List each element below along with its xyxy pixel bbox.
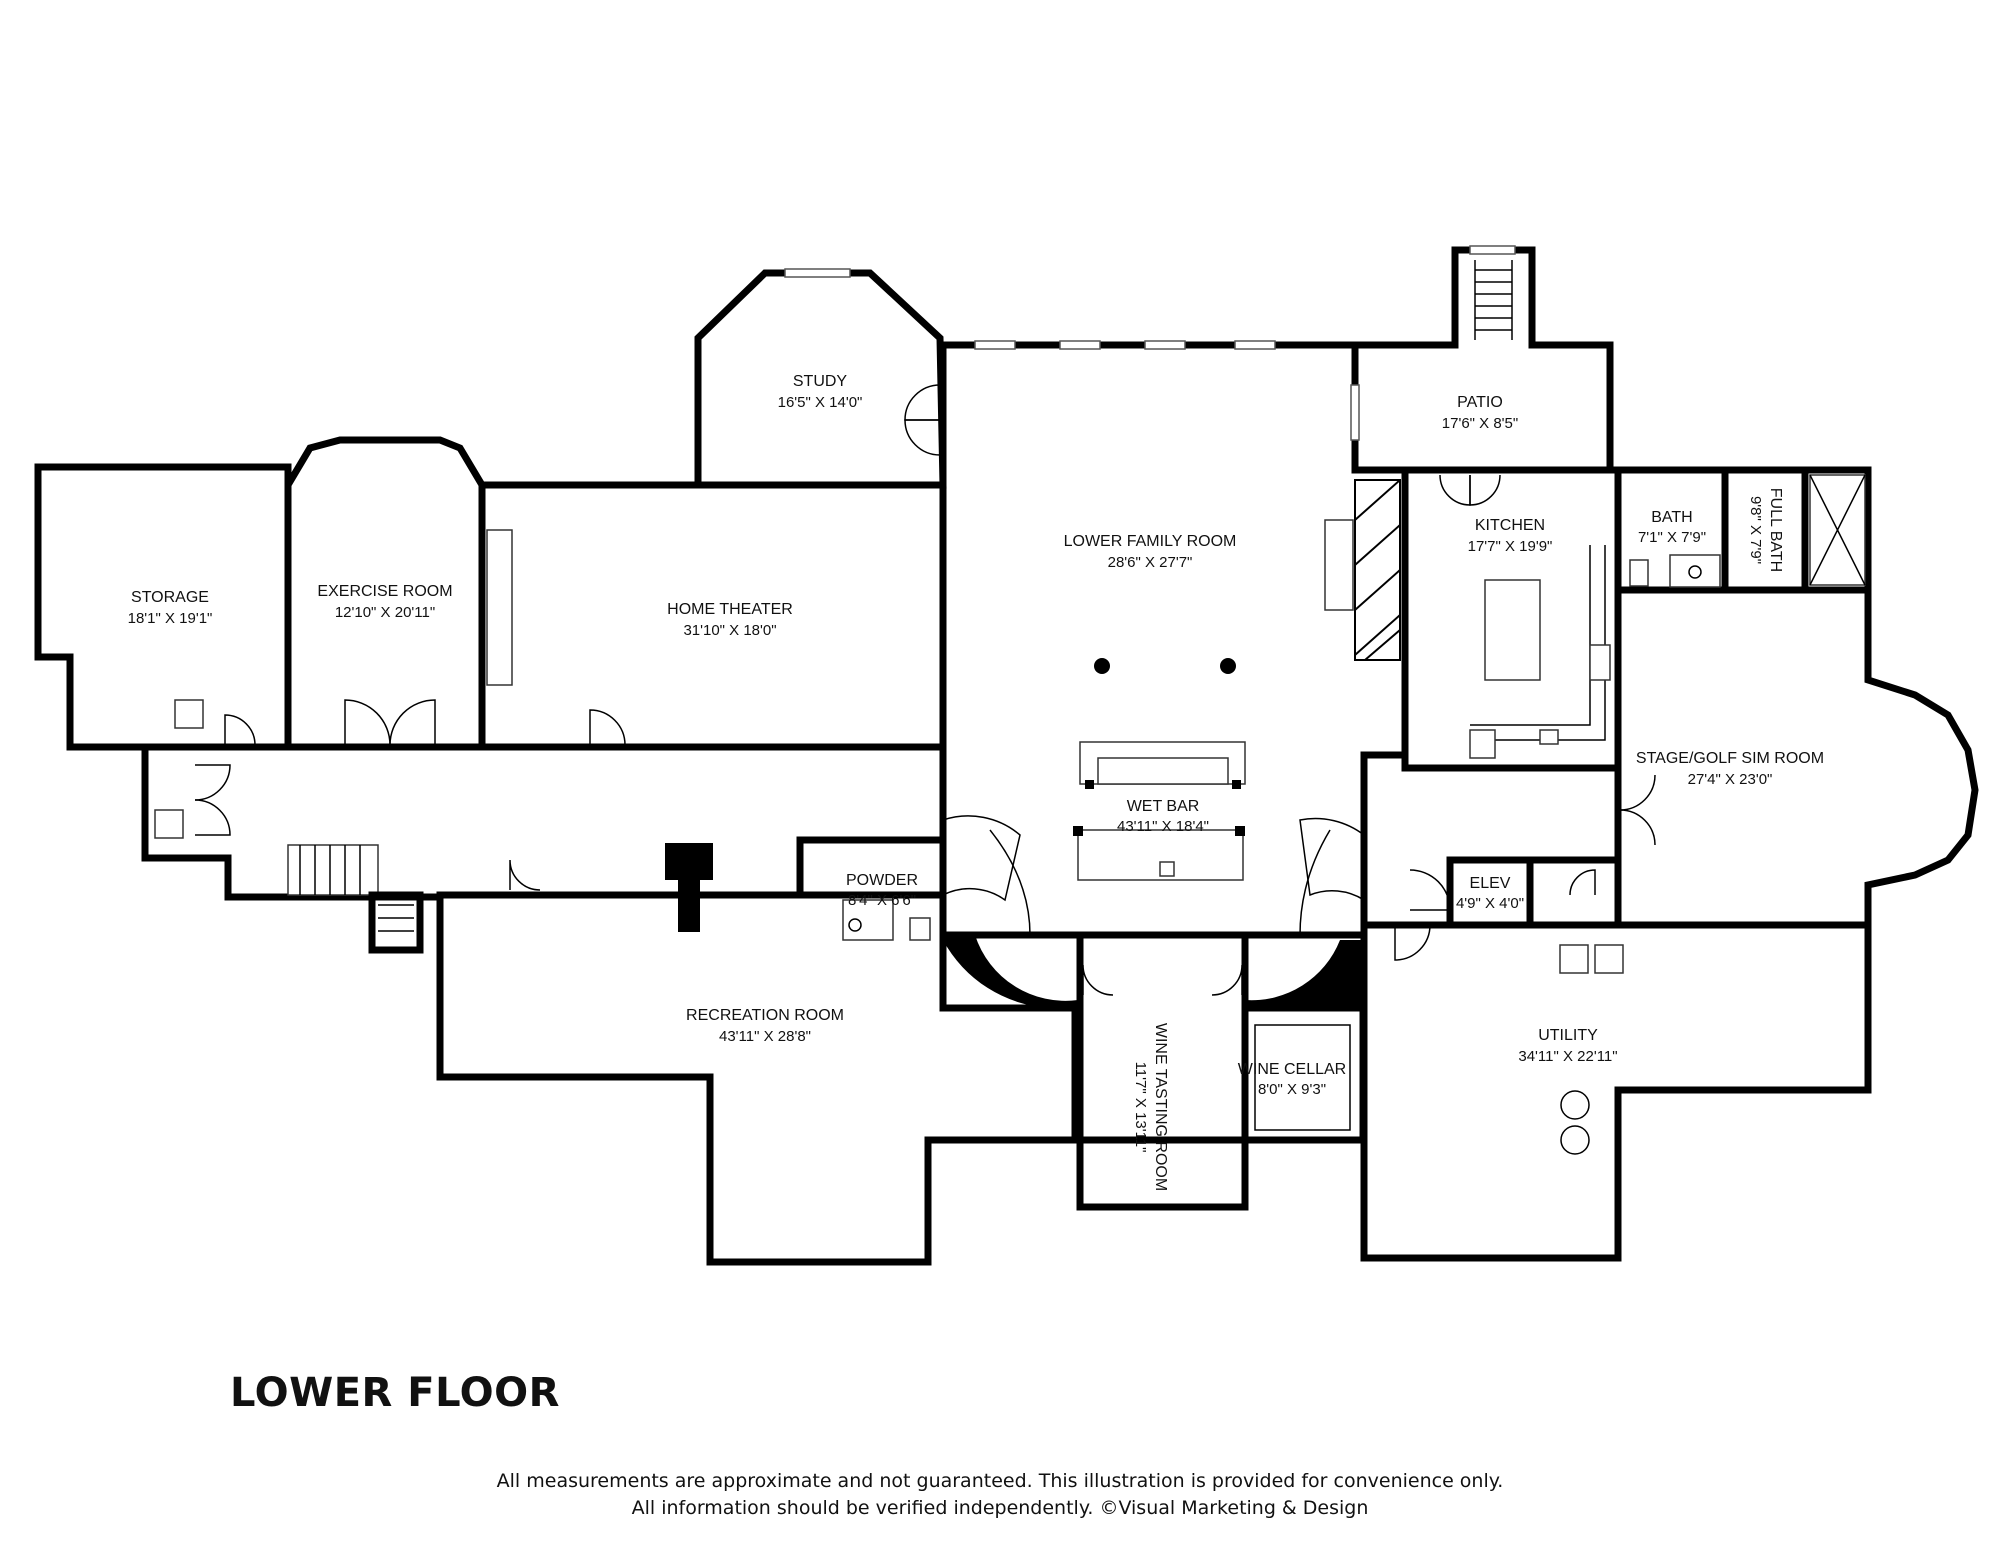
hall-walls bbox=[141, 743, 947, 901]
study-dims: 16'5" X 14'0" bbox=[778, 394, 863, 411]
powder-name: POWDER bbox=[846, 872, 918, 889]
utility-name: UTILITY bbox=[1538, 1027, 1598, 1044]
stage-walls bbox=[1614, 586, 1979, 929]
wetbar-dims: 43'11" X 18'4" bbox=[1117, 818, 1209, 835]
fireplace bbox=[1324, 479, 1401, 661]
kitchen-dims: 17'7" X 19'9" bbox=[1468, 538, 1553, 555]
kitchen-name: KITCHEN bbox=[1475, 517, 1545, 534]
hall-stairs bbox=[287, 844, 424, 954]
room-labels: STORAGE 18'1" X 19'1" EXERCISE ROOM 12'1… bbox=[128, 373, 1824, 1191]
patio-name: PATIO bbox=[1457, 394, 1503, 411]
recreation-walls bbox=[436, 891, 1079, 1266]
theater-dims: 31'10" X 18'0" bbox=[683, 622, 776, 639]
stage-dims: 27'4" X 23'0" bbox=[1688, 771, 1773, 788]
storage-dims: 18'1" X 19'1" bbox=[128, 610, 213, 627]
patio-walls bbox=[1351, 246, 1614, 474]
disclaimer-line-1: All measurements are approximate and not… bbox=[496, 1470, 1504, 1492]
winetasting-dims: 11'7" X 13'11" bbox=[1132, 1062, 1149, 1153]
utility-walls bbox=[1360, 921, 1872, 1262]
curved-stairs bbox=[942, 815, 1365, 1008]
details bbox=[154, 245, 1866, 1155]
wetbar-name: WET BAR bbox=[1127, 798, 1200, 815]
recreation-name: RECREATION ROOM bbox=[686, 1007, 844, 1024]
floor-title: LOWER FLOOR bbox=[230, 1370, 560, 1416]
winetasting-name: WINE TASTING ROOM bbox=[1152, 1023, 1169, 1191]
fullbath-name: FULL BATH bbox=[1767, 488, 1784, 572]
family-name: LOWER FAMILY ROOM bbox=[1064, 533, 1237, 550]
winecellar-name: WINE CELLAR bbox=[1238, 1061, 1346, 1078]
fullbath-dims: 9'8" X 7'9" bbox=[1747, 496, 1764, 564]
disclaimer: All measurements are approximate and not… bbox=[0, 1468, 2000, 1522]
exercise-dims: 12'10" X 20'11" bbox=[335, 604, 435, 621]
theater-name: HOME THEATER bbox=[667, 601, 793, 618]
bath-name: BATH bbox=[1651, 509, 1692, 526]
powder-dims: 8'4" X 6'6" bbox=[848, 892, 916, 909]
kitchen-fixtures bbox=[1469, 545, 1611, 759]
winetasting-walls bbox=[1071, 1004, 1249, 1211]
storage-name: STORAGE bbox=[131, 589, 209, 606]
bath-dims: 7'1" X 7'9" bbox=[1638, 529, 1706, 546]
exercise-name: EXERCISE ROOM bbox=[317, 583, 452, 600]
study-name: STUDY bbox=[793, 373, 848, 390]
disclaimer-line-2: All information should be verified indep… bbox=[631, 1497, 1369, 1519]
walls bbox=[34, 246, 1979, 1266]
family-dims: 28'6" X 27'7" bbox=[1108, 554, 1193, 571]
winecellar-dims: 8'0" X 9'3" bbox=[1258, 1081, 1326, 1098]
wet-bar-counter bbox=[1073, 741, 1246, 881]
elev-name: ELEV bbox=[1470, 875, 1511, 892]
elev-dims: 4'9" X 4'0" bbox=[1456, 895, 1524, 912]
patio-stairs bbox=[1474, 260, 1513, 340]
utility-dims: 34'11" X 22'11" bbox=[1518, 1048, 1617, 1065]
storage-walls bbox=[34, 463, 292, 751]
recreation-dims: 43'11" X 28'8" bbox=[719, 1028, 811, 1045]
bath-fixtures bbox=[1629, 474, 1866, 588]
stage-name: STAGE/GOLF SIM ROOM bbox=[1636, 750, 1824, 767]
patio-dims: 17'6" X 8'5" bbox=[1442, 415, 1518, 432]
